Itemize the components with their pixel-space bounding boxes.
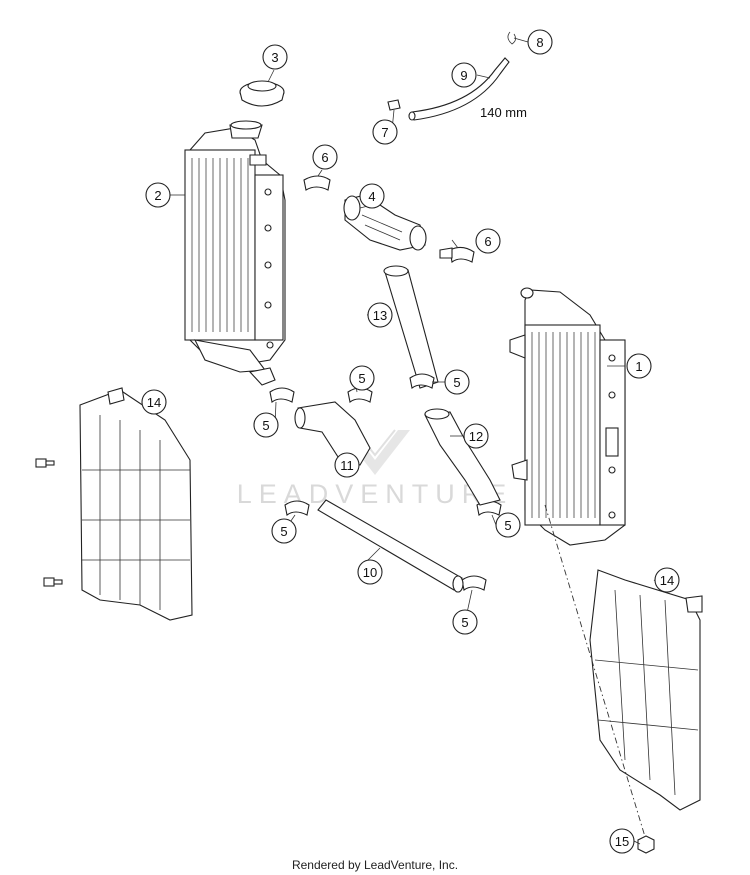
clamp-5-f bbox=[461, 575, 487, 591]
clamp-5-c bbox=[409, 373, 435, 389]
callout-2: 2 bbox=[145, 182, 171, 208]
svg-text:8: 8 bbox=[536, 35, 543, 50]
callout-4: 4 bbox=[359, 183, 385, 209]
svg-text:5: 5 bbox=[461, 615, 468, 630]
clamp-6-top bbox=[303, 175, 331, 191]
bolt-left-lower bbox=[43, 577, 63, 587]
callout-5-b: 5 bbox=[349, 365, 375, 391]
svg-text:6: 6 bbox=[321, 150, 328, 165]
callout-5-e: 5 bbox=[495, 512, 521, 538]
callout-5-f: 5 bbox=[452, 609, 478, 635]
svg-text:5: 5 bbox=[504, 518, 511, 533]
clamp-5-a bbox=[269, 387, 295, 403]
callout-9: 9 bbox=[451, 62, 477, 88]
right-shroud bbox=[589, 569, 703, 811]
right-radiator bbox=[509, 287, 626, 546]
callout-14-a: 14 bbox=[141, 389, 167, 415]
watermark: LEADVENTURE bbox=[237, 429, 514, 509]
svg-text:9: 9 bbox=[460, 68, 467, 83]
callout-6-a: 6 bbox=[312, 144, 338, 170]
svg-text:5: 5 bbox=[453, 375, 460, 390]
left-radiator bbox=[184, 120, 286, 386]
svg-text:7: 7 bbox=[381, 125, 388, 140]
svg-text:12: 12 bbox=[469, 429, 483, 444]
hose-11 bbox=[294, 401, 371, 466]
hose-12 bbox=[424, 408, 501, 506]
svg-text:14: 14 bbox=[660, 573, 674, 588]
callout-8: 8 bbox=[527, 29, 553, 55]
small-clamp-8 bbox=[507, 31, 516, 45]
callout-3: 3 bbox=[262, 44, 288, 70]
svg-text:10: 10 bbox=[363, 565, 377, 580]
small-clamp-7 bbox=[387, 99, 401, 111]
svg-text:3: 3 bbox=[271, 50, 278, 65]
svg-text:15: 15 bbox=[615, 834, 629, 849]
bolt-left-upper bbox=[35, 458, 55, 468]
left-shroud bbox=[79, 387, 193, 621]
clamp-5-d bbox=[284, 500, 310, 516]
callout-5-c: 5 bbox=[444, 369, 470, 395]
callout-10: 10 bbox=[357, 559, 383, 585]
callout-7: 7 bbox=[372, 119, 398, 145]
callout-6-b: 6 bbox=[475, 228, 501, 254]
svg-text:11: 11 bbox=[340, 458, 354, 473]
radiator-cap bbox=[239, 80, 285, 107]
thermostat-housing bbox=[343, 194, 427, 251]
hose-length-dimension: 140 mm bbox=[480, 105, 527, 120]
callout-12: 12 bbox=[463, 423, 489, 449]
callout-5-d: 5 bbox=[271, 518, 297, 544]
hose-10 bbox=[317, 499, 464, 593]
mount-axis-line bbox=[544, 504, 647, 841]
callout-14-b: 14 bbox=[654, 567, 680, 593]
svg-text:5: 5 bbox=[262, 418, 269, 433]
callout-5-a: 5 bbox=[253, 412, 279, 438]
svg-text:2: 2 bbox=[154, 188, 161, 203]
watermark-text: LEADVENTURE bbox=[237, 479, 514, 509]
clamp-6-right bbox=[439, 246, 475, 263]
callout-15: 15 bbox=[609, 828, 635, 854]
svg-text:13: 13 bbox=[373, 308, 387, 323]
nut-15 bbox=[637, 835, 655, 854]
callout-13: 13 bbox=[367, 302, 393, 328]
render-credit: Rendered by LeadVenture, Inc. bbox=[291, 858, 459, 872]
callout-11: 11 bbox=[334, 452, 360, 478]
svg-text:5: 5 bbox=[358, 371, 365, 386]
svg-text:14: 14 bbox=[147, 395, 161, 410]
hose-13 bbox=[383, 265, 439, 389]
vent-hose bbox=[408, 57, 510, 121]
callout-1: 1 bbox=[626, 353, 652, 379]
svg-text:6: 6 bbox=[484, 234, 491, 249]
svg-text:1: 1 bbox=[635, 359, 642, 374]
svg-text:5: 5 bbox=[280, 524, 287, 539]
svg-text:4: 4 bbox=[368, 189, 375, 204]
